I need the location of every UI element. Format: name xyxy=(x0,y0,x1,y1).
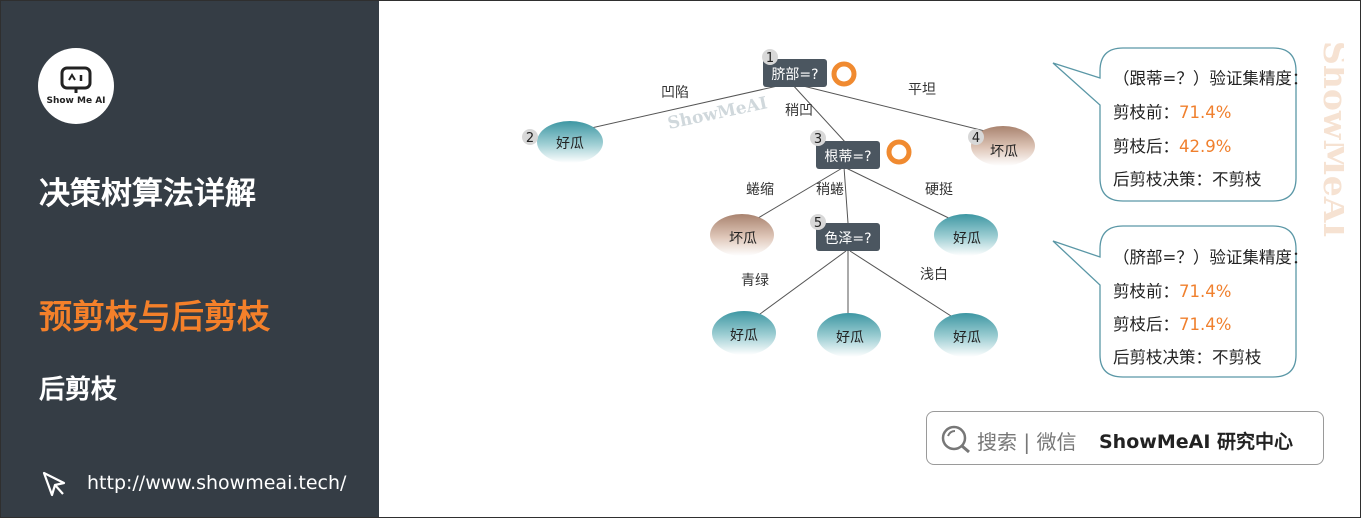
edge-line xyxy=(790,82,847,144)
bubble1-after: 剪枝后：42.9% xyxy=(1113,133,1231,157)
tree-leaf-pale: 好瓜 xyxy=(934,313,998,357)
logo-text: Show Me AI xyxy=(46,96,106,106)
node-label: 好瓜 xyxy=(730,328,758,344)
edge-label: 浅白 xyxy=(920,267,948,283)
bubble1-heading: （跟蒂=？）验证集精度： xyxy=(1113,69,1309,88)
bubble2-before: 剪枝前：71.4% xyxy=(1113,278,1231,302)
decision-node xyxy=(816,141,880,169)
node-label: 好瓜 xyxy=(953,330,981,346)
showmeai-logo: Show Me AI xyxy=(38,48,114,124)
after-label: 剪枝后： xyxy=(1113,137,1179,156)
before-label: 剪枝前： xyxy=(1113,282,1179,301)
edge-line xyxy=(790,82,1002,136)
leaf-node-bad xyxy=(971,126,1035,166)
edge-label: 青绿 xyxy=(741,273,769,289)
edge-label: 凹陷 xyxy=(661,85,689,101)
node-number: 1 xyxy=(766,51,774,66)
leaf-node-good xyxy=(537,121,603,163)
tree-node-2: 好瓜 2 xyxy=(522,121,603,163)
node-label: 色泽=? xyxy=(824,230,871,247)
pruning-marker xyxy=(831,61,857,87)
section-title: 后剪枝 xyxy=(39,375,118,405)
cursor-icon xyxy=(42,471,66,497)
node-label: 坏瓜 xyxy=(990,144,1018,160)
tree-node-3: 根蒂=? 3 xyxy=(810,130,912,169)
left-panel: Show Me AI 决策树算法详解 预剪枝与后剪枝 后剪枝 http://ww… xyxy=(1,1,379,517)
edge-line xyxy=(843,166,964,226)
node-number-badge xyxy=(810,130,826,146)
edge-line xyxy=(744,250,847,326)
edge-label: 稍蜷 xyxy=(816,182,844,198)
after-value: 42.9% xyxy=(1179,137,1232,156)
leaf-node-good xyxy=(934,214,998,256)
node-label: 好瓜 xyxy=(836,330,864,346)
bubble1-decision: 后剪枝决策：不剪枝 xyxy=(1113,170,1262,189)
leaf-node-good xyxy=(934,313,998,357)
edge-line xyxy=(742,166,845,228)
decision-node xyxy=(816,223,880,251)
edge-line xyxy=(843,166,849,224)
node-number-badge xyxy=(968,129,984,145)
leaf-node-bad xyxy=(710,214,774,256)
edge-label: 平坦 xyxy=(908,82,936,98)
edge-line xyxy=(568,82,792,134)
bubble2-heading: （脐部=？）验证集精度： xyxy=(1113,248,1309,267)
bubble2-decision: 后剪枝决策：不剪枝 xyxy=(1113,348,1262,367)
callout-bubble-2 xyxy=(1052,225,1297,378)
leaf-node-good xyxy=(712,311,776,355)
edge-line xyxy=(849,250,966,326)
node-label: 好瓜 xyxy=(953,231,981,247)
node-number-badge xyxy=(522,129,538,145)
node-label: 坏瓜 xyxy=(729,231,757,247)
node-label: 脐部=? xyxy=(771,67,818,83)
tree-leaf-stiff: 好瓜 xyxy=(934,214,998,256)
before-label: 剪枝前： xyxy=(1113,103,1179,122)
page-title: 决策树算法详解 xyxy=(39,176,256,212)
bubble2-after: 剪枝后：71.4% xyxy=(1113,311,1231,335)
node-number: 4 xyxy=(972,131,980,146)
edge-label: 蜷缩 xyxy=(746,182,774,198)
after-label: 剪枝后： xyxy=(1113,315,1179,334)
edge-label: 稍凹 xyxy=(785,103,813,119)
node-number: 2 xyxy=(526,131,534,146)
website-link[interactable]: http://www.showmeai.tech/ xyxy=(87,472,347,494)
svg-text:ShowMeAI: ShowMeAI xyxy=(1316,41,1344,238)
tree-node-5: 色泽=? 5 xyxy=(810,214,880,251)
before-value: 71.4% xyxy=(1179,103,1232,122)
tree-node-4: 坏瓜 4 xyxy=(968,126,1035,166)
footer-brand: ShowMeAI 研究中心 xyxy=(1099,431,1293,453)
node-number-badge xyxy=(762,49,778,65)
node-label: 好瓜 xyxy=(556,136,584,152)
leaf-node-good xyxy=(817,313,881,357)
vertical-watermark: ShowMeAI xyxy=(1316,41,1344,238)
robot-icon xyxy=(60,66,92,93)
tree-leaf-green: 好瓜 xyxy=(712,311,776,355)
node-number-badge xyxy=(810,214,826,230)
callout-bubble-1 xyxy=(1052,47,1297,202)
tree-leaf-middle: 好瓜 xyxy=(817,313,881,357)
node-number: 3 xyxy=(814,132,822,147)
page-subtitle: 预剪枝与后剪枝 xyxy=(39,297,270,336)
pruning-marker xyxy=(886,139,912,165)
node-number: 5 xyxy=(814,216,822,231)
decision-node xyxy=(763,59,827,87)
bubble1-before: 剪枝前：71.4% xyxy=(1113,99,1231,123)
tree-node-1: 脐部=? 1 xyxy=(762,49,857,87)
tree-leaf-curled: 坏瓜 xyxy=(710,214,774,256)
after-value: 71.4% xyxy=(1179,315,1232,334)
search-icon xyxy=(941,425,970,454)
wechat-search-bar[interactable]: 搜索 | 微信 ShowMeAI 研究中心 xyxy=(926,411,1324,465)
edge-label: 硬挺 xyxy=(925,182,953,198)
footer-search-text: 搜索 | 微信 xyxy=(977,430,1077,454)
node-label: 根蒂=? xyxy=(824,149,871,165)
before-value: 71.4% xyxy=(1179,282,1232,301)
